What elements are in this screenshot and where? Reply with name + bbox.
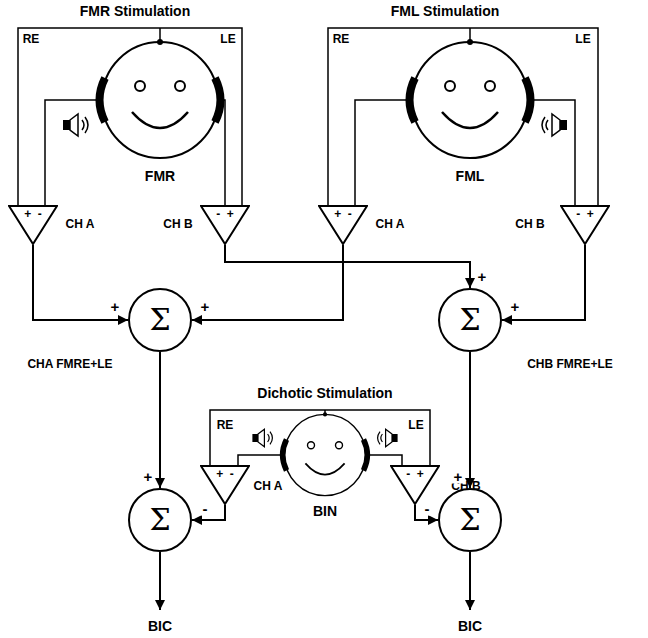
speaker-icon (252, 429, 272, 447)
sigma-symbol: Σ (149, 505, 170, 535)
electrode-label: RE (333, 33, 350, 47)
sigma-symbol: Σ (459, 505, 480, 535)
channel-label: CH A (254, 480, 283, 494)
condition-label: FML (456, 168, 485, 184)
electrode-label: LE (575, 33, 590, 47)
signal-connector (159, 352, 161, 488)
speaker-icon (378, 429, 398, 447)
condition-label: FMR (145, 168, 175, 184)
electrode-label: LE (220, 33, 235, 47)
speaker-icon (63, 114, 88, 136)
sigma-symbol: Σ (459, 305, 480, 335)
head-figure (410, 39, 531, 158)
output-arrow (159, 552, 161, 610)
summation-circle: Σ (128, 288, 192, 352)
polarity-sign: + (109, 299, 122, 314)
signal-connector (225, 245, 470, 288)
sum-label: CHB FMRE+LE (527, 358, 613, 372)
amplifier-triangle: + - (318, 205, 368, 245)
polarity-sign: - (423, 501, 432, 516)
sigma-symbol: Σ (149, 305, 170, 335)
polarity-sign: + (199, 299, 212, 314)
polarity-sign: + (142, 469, 155, 484)
condition-label: BIN (313, 503, 337, 519)
head-figure (283, 412, 368, 495)
polarity-sign: + (452, 469, 465, 484)
channel-label: CH A (66, 218, 95, 232)
panel-title: Dichotic Stimulation (257, 385, 392, 401)
signal-connector (33, 245, 128, 320)
summation-circle: Σ (438, 488, 502, 552)
amplifier-triangle: - + (560, 205, 610, 245)
channel-label: CH A (376, 218, 405, 232)
panel-title: FML Stimulation (391, 3, 500, 19)
electrode-label: RE (23, 33, 40, 47)
polarity-signs: + - (8, 205, 58, 221)
head-figure (100, 39, 221, 158)
amplifier-triangle: + - (8, 205, 58, 245)
output-label: BIC (148, 618, 172, 634)
panel-title: FMR Stimulation (80, 3, 190, 19)
channel-label: CH B (163, 218, 192, 232)
polarity-signs: + - (200, 465, 250, 481)
polarity-sign: + (476, 269, 489, 284)
signal-connector (192, 245, 343, 320)
polarity-sign: - (201, 501, 210, 516)
amplifier-triangle: + - (200, 465, 250, 505)
signal-connector (469, 352, 471, 488)
electrode-label: RE (217, 419, 234, 433)
output-label: BIC (458, 618, 482, 634)
sum-label: CHA FMRE+LE (27, 358, 112, 372)
speaker-icon (542, 114, 567, 136)
amplifier-triangle: - + (200, 205, 250, 245)
polarity-signs: - + (560, 205, 610, 221)
polarity-signs: + - (318, 205, 368, 221)
polarity-signs: - + (390, 465, 440, 481)
summation-circle: Σ (128, 488, 192, 552)
signal-connector (502, 245, 585, 320)
electrode-label: LE (408, 419, 423, 433)
electrode-wires (18, 28, 598, 465)
polarity-sign: + (509, 299, 522, 314)
summation-circle: Σ (438, 288, 502, 352)
channel-label: CH B (515, 218, 544, 232)
amplifier-triangle: - + (390, 465, 440, 505)
output-arrow (469, 552, 471, 610)
polarity-signs: - + (200, 205, 250, 221)
